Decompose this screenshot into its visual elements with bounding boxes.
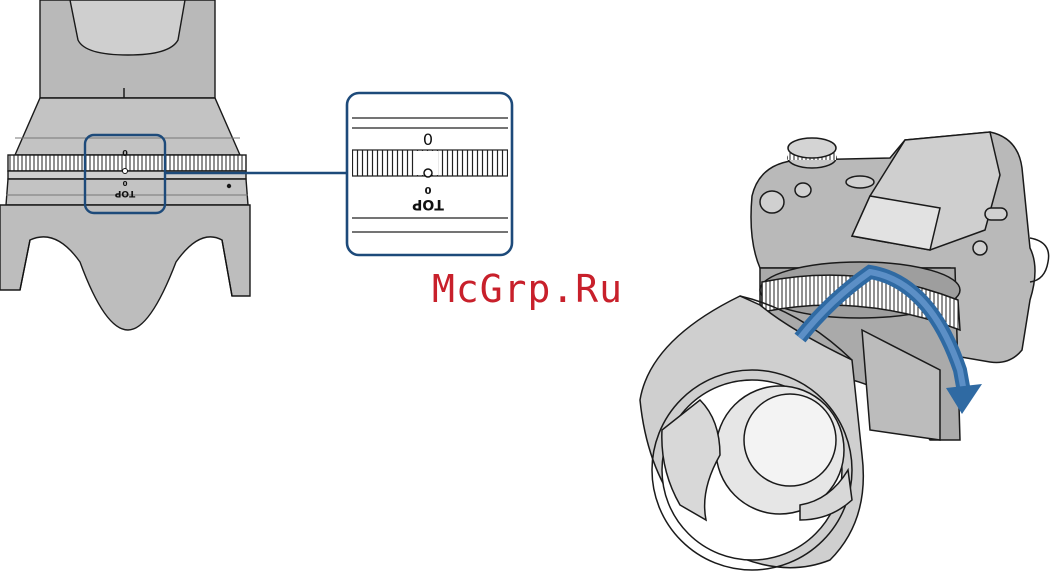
- zoom-hood-index: 0: [424, 184, 431, 195]
- small-index-mark: 0: [122, 149, 128, 158]
- small-hood-dot: [123, 169, 128, 174]
- lens-side-view: [0, 0, 250, 330]
- watermark-text: McGrp.Ru: [432, 267, 623, 311]
- camera-illustration: [640, 132, 1049, 570]
- small-hood-index: 0: [122, 179, 127, 187]
- zoom-hood-dot: [424, 169, 432, 177]
- zoom-index-mark: 0: [423, 130, 433, 149]
- small-hood-label: TOP: [114, 188, 135, 198]
- zoom-hood-label: TOP: [412, 196, 444, 212]
